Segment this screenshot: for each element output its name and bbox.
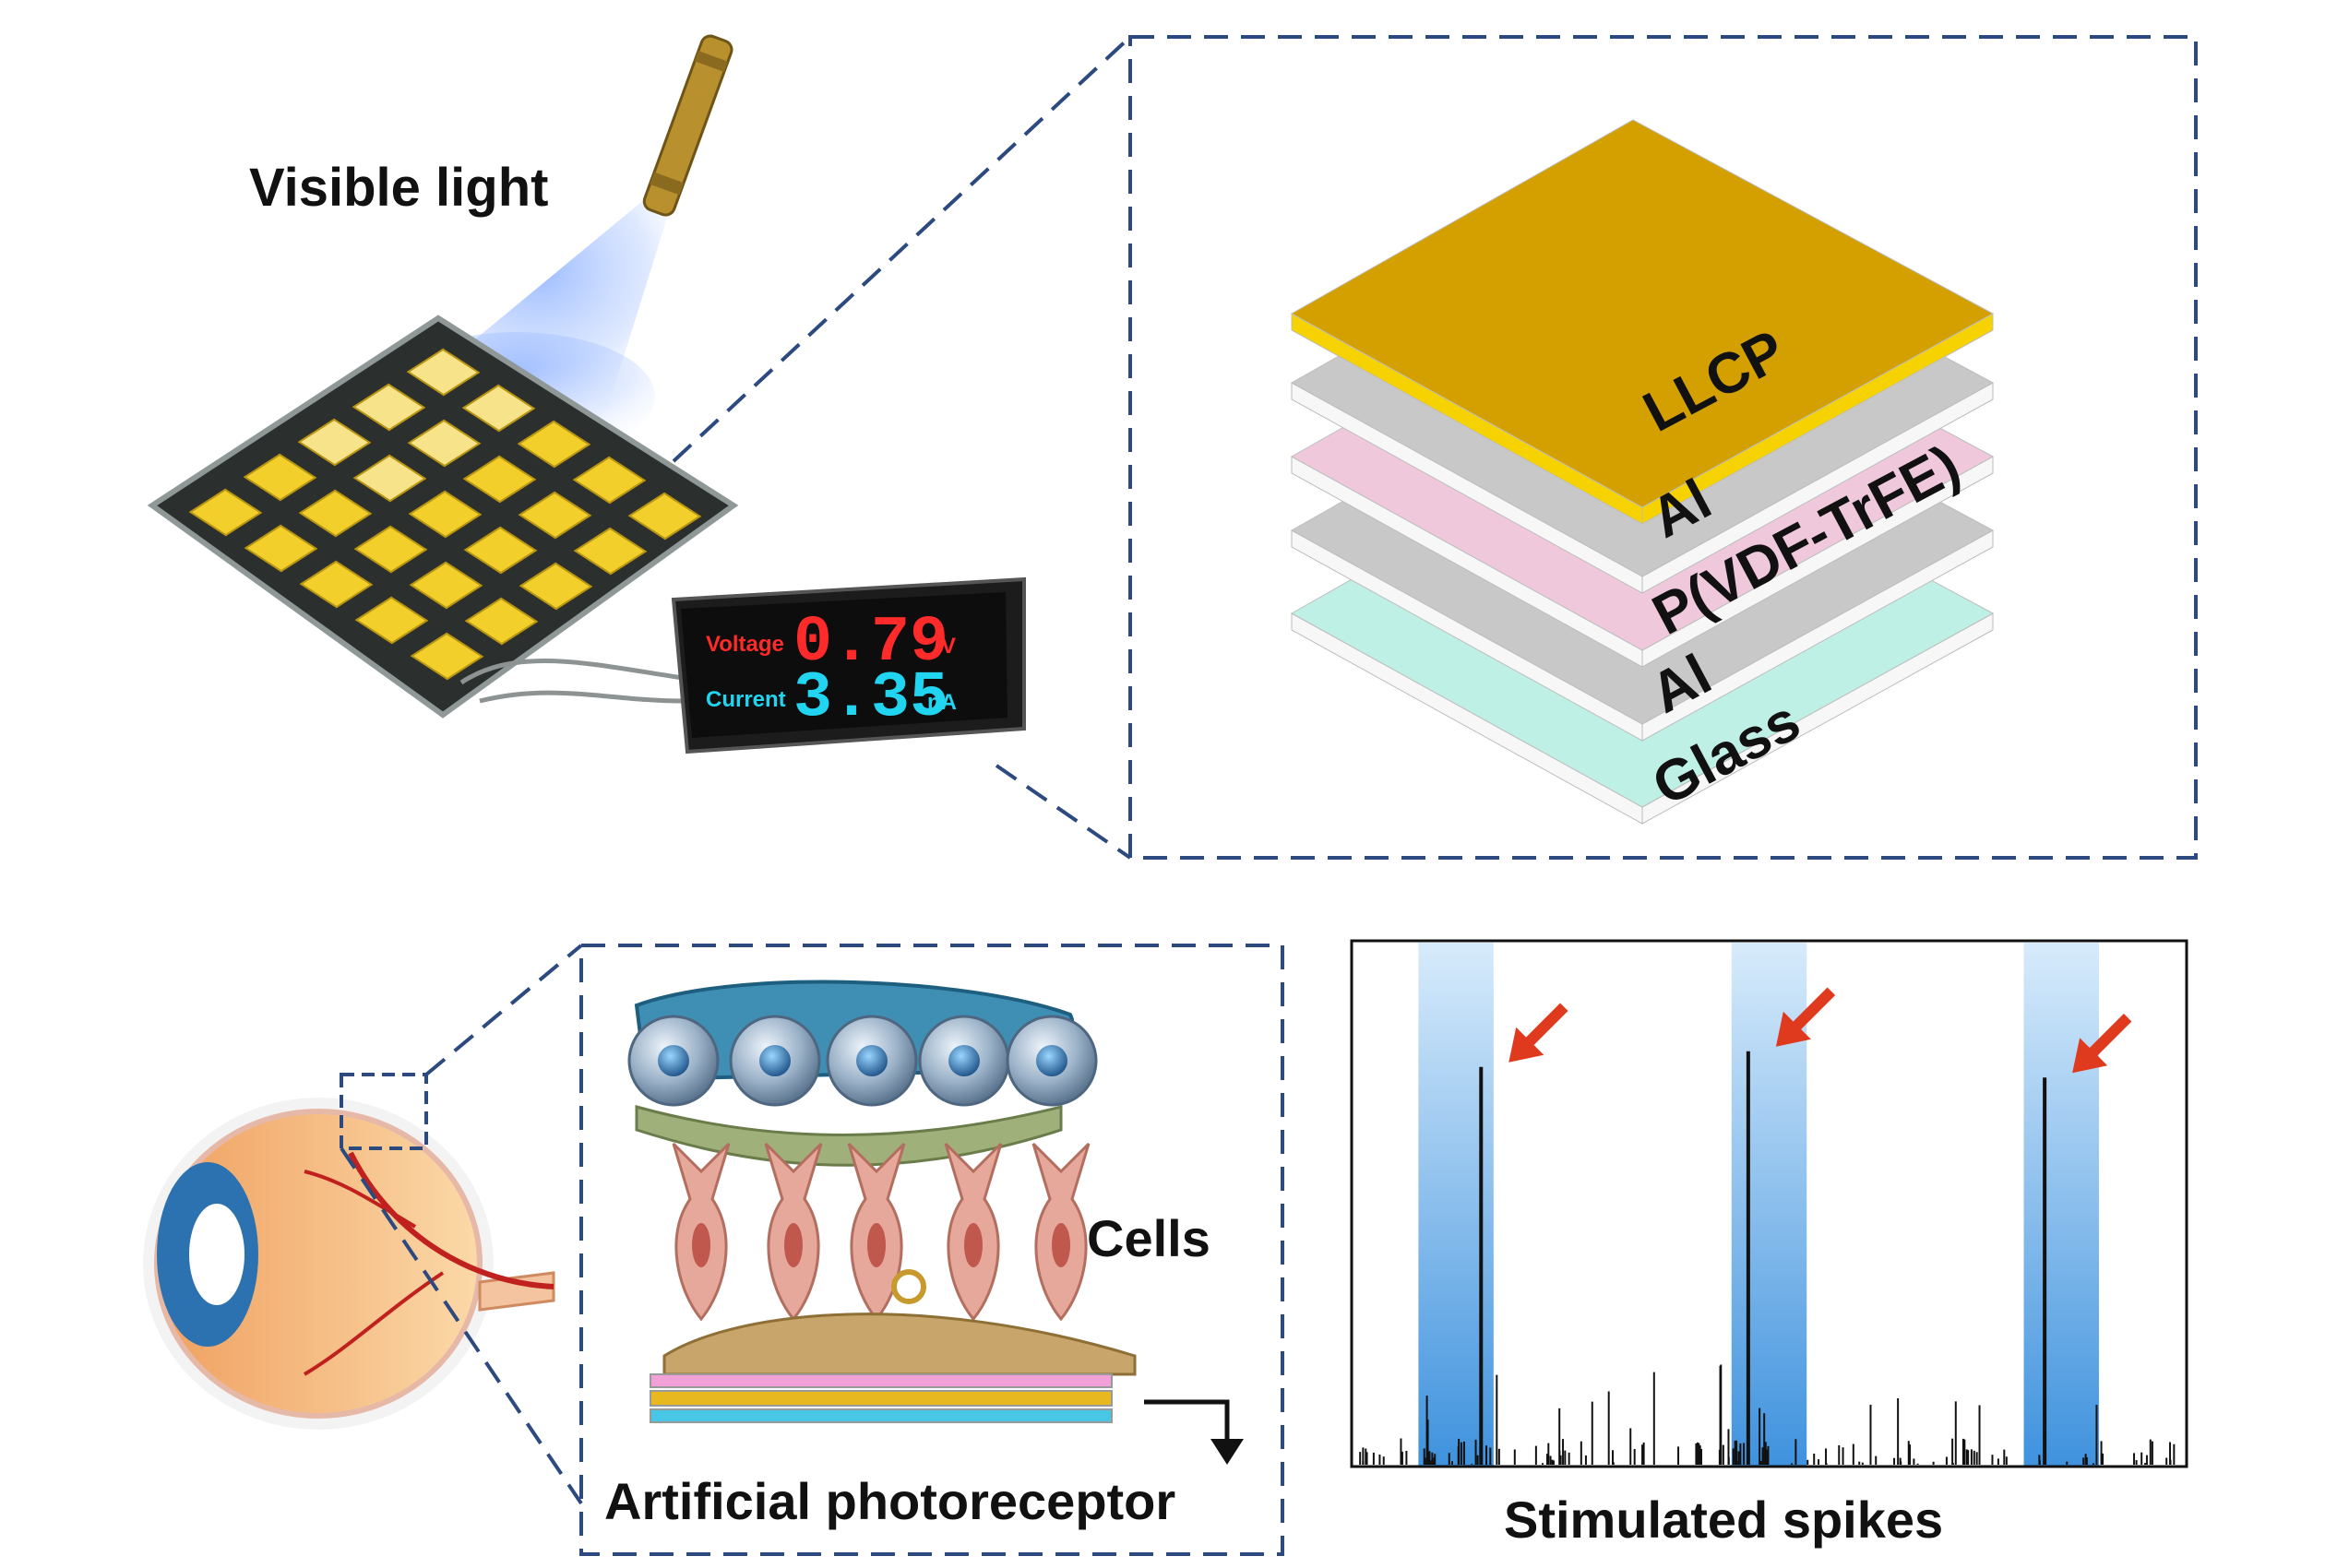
device-illustration <box>147 34 739 719</box>
electrode-pad <box>299 560 374 609</box>
retina-cells-illustration <box>627 980 1244 1465</box>
photoreceptor-layer <box>650 1373 1113 1388</box>
electrode-pad <box>572 456 647 505</box>
layer-stack <box>1290 119 1995 825</box>
electrode-pad-grid <box>188 348 702 681</box>
cell-nucleus <box>948 1045 980 1076</box>
electrode-pad <box>463 526 538 575</box>
cell-nucleus <box>658 1045 689 1076</box>
wire <box>459 659 684 685</box>
peak-arrowhead-icon <box>2072 1038 2108 1074</box>
electrode-pad <box>519 562 593 611</box>
electrode-pad <box>407 419 482 468</box>
photoreceptor-layer <box>650 1408 1113 1423</box>
voltage-unit: V <box>941 634 957 659</box>
voltage-value: 0.79 <box>793 607 949 680</box>
spike-chart <box>1350 939 2188 1468</box>
layer-0 <box>1290 119 1995 508</box>
electrode-pad <box>352 383 426 432</box>
electrode-pad <box>518 491 592 540</box>
eye-illustration <box>143 1073 555 1430</box>
electrode-pad <box>244 524 318 573</box>
neuron-nucleus <box>784 1223 803 1267</box>
zoom-connector <box>424 944 583 1076</box>
electrode-pad <box>517 420 591 469</box>
cell-nucleus <box>856 1045 888 1076</box>
neuron-nucleus <box>867 1223 886 1267</box>
electrode-pad <box>573 527 648 576</box>
electrode-pad <box>627 492 702 540</box>
zoom-box-layers <box>1128 35 2198 860</box>
zoom-connector <box>672 35 1132 463</box>
electrode-pad <box>464 597 539 646</box>
electrode-pad <box>353 525 428 574</box>
electrode-pad <box>462 455 537 504</box>
output-arrow-icon <box>1144 1399 1230 1443</box>
electrode-pad <box>298 489 373 538</box>
neuron-nucleus <box>1052 1223 1070 1267</box>
electrode-pad <box>243 453 317 502</box>
electrode-pad <box>406 348 481 397</box>
current-label: Current <box>706 687 786 712</box>
electrode-pad <box>408 490 483 539</box>
retina-focus-box <box>340 1073 428 1150</box>
cell-nucleus <box>759 1045 791 1076</box>
meter <box>671 576 1026 754</box>
stimulus-window <box>2023 943 2099 1466</box>
electrode-pad <box>409 561 483 610</box>
photoreceptor-layer <box>650 1390 1113 1407</box>
electrode-pad <box>188 488 263 537</box>
electrode-pad <box>410 632 484 681</box>
electrode-pad <box>352 454 427 503</box>
cell-nucleus <box>1036 1045 1067 1076</box>
optic-nerve-vessel <box>348 1151 554 1289</box>
current-value: 3.35 <box>793 662 949 735</box>
current-unit: nA <box>927 690 957 715</box>
zoom-box-retina <box>579 944 1284 1556</box>
electrode-pad <box>297 418 372 467</box>
zoom-connector <box>995 764 1132 860</box>
electrode-pad <box>354 596 429 645</box>
peak-arrowhead-icon <box>1508 1027 1544 1063</box>
peak-arrowhead-icon <box>1775 1011 1811 1047</box>
laser-pointer-icon <box>642 34 733 217</box>
electrode-pad <box>461 384 536 433</box>
stimulated-spikes-label: Stimulated spikes <box>1504 1491 1944 1549</box>
cells-label: Cells <box>1087 1209 1210 1267</box>
neuron-nucleus <box>692 1223 710 1267</box>
wire <box>479 690 684 704</box>
chart-border <box>1350 939 2188 1468</box>
artificial-photoreceptor-label: Artificial photoreceptor <box>604 1472 1176 1530</box>
voltage-label: Voltage <box>706 632 784 657</box>
visible-light-label: Visible light <box>249 158 549 218</box>
neuron-nucleus <box>964 1223 983 1267</box>
